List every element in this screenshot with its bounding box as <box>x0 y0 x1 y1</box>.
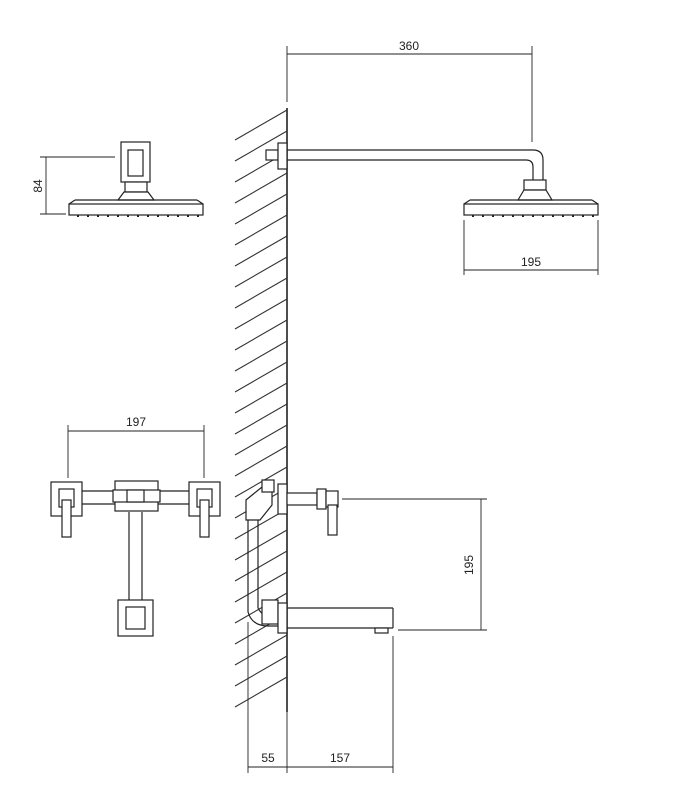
hatch-line <box>234 193 288 225</box>
hatch-line <box>234 634 288 666</box>
dimension-mixer-width: 197 <box>67 415 205 478</box>
hatch-line <box>234 382 288 414</box>
arm-length-label: 360 <box>399 39 419 53</box>
nozzle <box>522 215 524 217</box>
hatch-line <box>234 466 288 498</box>
nozzle <box>87 215 89 217</box>
dimension-spout-height: 195 <box>342 498 487 631</box>
nozzle <box>502 215 504 217</box>
nozzle <box>157 215 159 217</box>
hatch-line <box>234 214 288 246</box>
wall-offset-label: 55 <box>261 751 275 765</box>
mixer-front-view <box>50 480 221 637</box>
dimension-arm-length: 360 <box>286 39 533 142</box>
nozzle <box>582 215 584 217</box>
nozzle <box>472 215 474 217</box>
nozzle <box>147 215 149 217</box>
dimension-head-width: 195 <box>463 220 599 275</box>
nozzle <box>482 215 484 217</box>
nozzle <box>187 215 189 217</box>
shower-nozzles <box>472 215 594 217</box>
hatch-line <box>234 445 288 477</box>
hatch-line <box>234 319 288 351</box>
hatch-line <box>234 676 288 708</box>
hatch-line <box>234 592 288 624</box>
hatch-line <box>234 277 288 309</box>
nozzle <box>107 215 109 217</box>
overhead-shower-head <box>463 199 599 217</box>
hatch-line <box>234 550 288 582</box>
hatch-line <box>234 361 288 393</box>
nozzle <box>542 215 544 217</box>
nozzle <box>167 215 169 217</box>
nozzle <box>127 215 129 217</box>
shower-nozzles <box>77 215 199 217</box>
nozzle <box>512 215 514 217</box>
mixer-side-view <box>245 479 394 634</box>
nozzle <box>177 215 179 217</box>
hatch-line <box>234 130 288 162</box>
nozzle <box>492 215 494 217</box>
hatch-line <box>234 235 288 267</box>
hatch-line <box>234 298 288 330</box>
dimension-head-height: 84 <box>31 156 115 215</box>
spout-length-label: 157 <box>330 751 350 765</box>
hatch-line <box>234 655 288 687</box>
nozzle <box>97 215 99 217</box>
nozzle <box>562 215 564 217</box>
shower-arm-assembly <box>265 142 554 201</box>
hatch-line <box>234 403 288 435</box>
mixer-width-label: 197 <box>126 415 146 429</box>
spout-height-label: 195 <box>462 555 476 575</box>
hatch-line <box>234 256 288 288</box>
hatch-line <box>234 172 288 204</box>
wall-section <box>234 108 288 712</box>
nozzle <box>77 215 79 217</box>
hatch-line <box>234 424 288 456</box>
nozzle <box>572 215 574 217</box>
nozzle <box>137 215 139 217</box>
head-width-label: 195 <box>521 255 541 269</box>
hatch-line <box>234 340 288 372</box>
hatch-line <box>234 109 288 141</box>
nozzle <box>197 215 199 217</box>
hatch-line <box>234 571 288 603</box>
wall-hatching <box>234 109 288 708</box>
shower-head-side-view <box>68 141 204 217</box>
nozzle <box>532 215 534 217</box>
nozzle <box>117 215 119 217</box>
head-height-label: 84 <box>31 179 45 193</box>
nozzle <box>552 215 554 217</box>
nozzle <box>592 215 594 217</box>
dimension-depths: 55 157 <box>247 622 394 773</box>
hatch-line <box>234 529 288 561</box>
